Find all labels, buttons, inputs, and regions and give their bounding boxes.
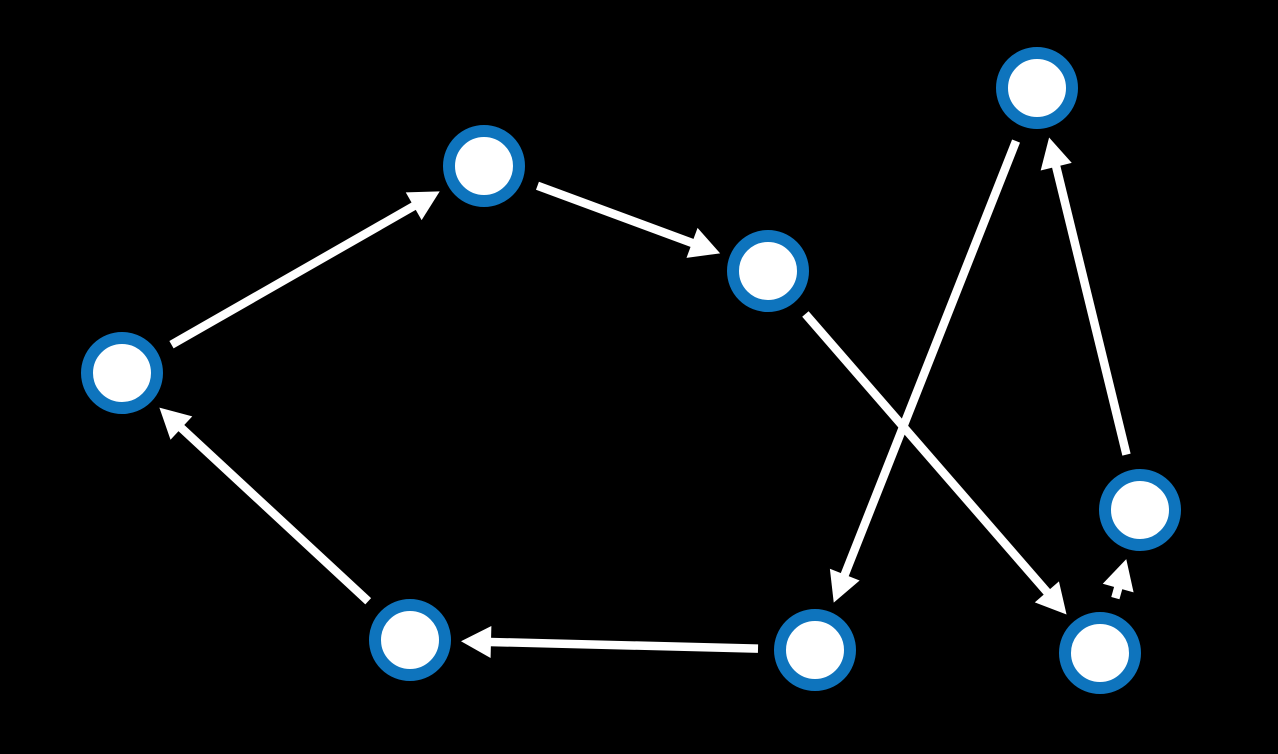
graph-node-bottom-left[interactable] bbox=[369, 599, 451, 681]
edge-line bbox=[838, 139, 1021, 582]
arrowhead-icon bbox=[1102, 559, 1134, 593]
graph-node-upper-middle[interactable] bbox=[443, 125, 525, 207]
arrowhead-icon bbox=[405, 191, 440, 221]
edge-n5-to-n1 bbox=[1040, 137, 1131, 456]
edge-line bbox=[535, 181, 700, 249]
graph-node-bottom-middle[interactable] bbox=[774, 609, 856, 691]
edge-n4-to-n2 bbox=[169, 191, 440, 349]
arrowhead-icon bbox=[1040, 137, 1072, 171]
edge-line bbox=[169, 199, 422, 349]
graph-node-center[interactable] bbox=[727, 230, 809, 312]
edge-n2-to-n3 bbox=[535, 181, 721, 258]
graph-node-left[interactable] bbox=[81, 332, 163, 414]
arrowhead-icon bbox=[829, 568, 860, 603]
graph-node-right[interactable] bbox=[1099, 469, 1181, 551]
edge-n8-to-n5 bbox=[1102, 559, 1134, 600]
edge-line bbox=[1050, 159, 1131, 456]
arrowhead-icon bbox=[686, 227, 721, 258]
edge-line bbox=[802, 311, 1055, 600]
edge-line bbox=[484, 637, 759, 653]
edge-n1-to-n6 bbox=[829, 139, 1021, 603]
edge-n7-to-n4 bbox=[159, 407, 372, 605]
arrowhead-icon bbox=[1034, 581, 1067, 615]
edge-n3-to-n8 bbox=[802, 311, 1067, 615]
edge-line bbox=[174, 420, 372, 605]
graph-node-top-right[interactable] bbox=[996, 47, 1078, 129]
arrowhead-icon bbox=[460, 626, 492, 658]
arrowhead-icon bbox=[159, 407, 193, 440]
graph-node-bottom-right[interactable] bbox=[1059, 612, 1141, 694]
edge-n6-to-n7 bbox=[460, 626, 759, 658]
